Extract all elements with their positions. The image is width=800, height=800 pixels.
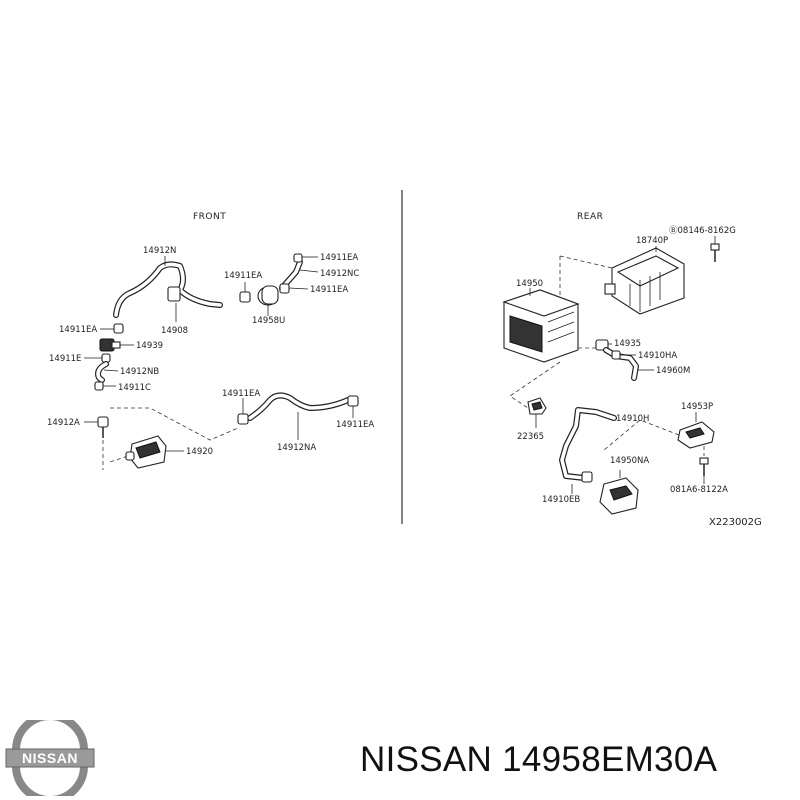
label-14908: 14908: [161, 326, 188, 336]
label-14912N: 14912N: [143, 246, 176, 256]
label-14911EA-left: 14911EA: [59, 325, 97, 335]
label-14939: 14939: [136, 341, 163, 351]
label-14950: 14950: [516, 279, 543, 289]
label-14912NB: 14912NB: [120, 367, 159, 377]
label-bolt-081A6: 081A6-8122A: [670, 485, 728, 495]
label-14911EA-low: 14911EA: [222, 389, 260, 399]
label-14910HA: 14910HA: [638, 351, 677, 361]
label-14912A: 14912A: [47, 418, 80, 428]
bracket-18740P: [604, 247, 685, 315]
clip-14911EA-mid: [239, 291, 251, 303]
label-14912NC: 14912NC: [320, 269, 359, 279]
front-header: FRONT: [193, 212, 226, 222]
canister-14950: [502, 289, 580, 363]
label-14910H: 14910H: [616, 414, 649, 424]
label-14920: 14920: [186, 447, 213, 457]
hose-14912N: [113, 261, 223, 318]
valve-14958U: [257, 253, 303, 306]
connector-14912A: [97, 416, 109, 438]
label-14958U: 14958U: [252, 316, 285, 326]
label-14911EA-top: 14911EA: [320, 253, 358, 263]
reference-code: X223002G: [709, 517, 762, 528]
clip-14911E: [101, 353, 111, 363]
bracket-14953P: [677, 421, 715, 449]
label-14911EA-bottom: 14911EA: [336, 420, 374, 430]
label-14912NA: 14912NA: [277, 443, 316, 453]
dashed-leader-front-3: [109, 453, 135, 463]
label-14911EA-mid: 14911EA: [224, 271, 262, 281]
dashed-leader-rear-2: [559, 255, 613, 269]
nissan-logo: NISSAN: [5, 720, 95, 796]
hose-14910HA: [603, 347, 639, 381]
label-14950NA: 14950NA: [610, 456, 649, 466]
bolt-081A6: [699, 457, 709, 476]
label-14935: 14935: [614, 339, 641, 349]
dashed-leader-front-2: [110, 407, 239, 441]
label-14960M: 14960M: [656, 366, 690, 376]
label-14911E: 14911E: [49, 354, 81, 364]
label-14910EB: 14910EB: [542, 495, 580, 505]
rear-header: REAR: [577, 212, 603, 222]
label-14953P: 14953P: [681, 402, 713, 412]
clip-14911C: [94, 381, 104, 391]
hose-14912NB: [95, 361, 109, 383]
dashed-leader-rear-5: [603, 419, 693, 451]
label-bolt-08146: Ⓑ08146-8162G: [669, 226, 736, 236]
bolt-08146: [710, 243, 720, 262]
label-18740P: 18740P: [636, 236, 668, 246]
label-22365: 22365: [517, 432, 544, 442]
logo-wordmark: NISSAN: [22, 750, 78, 766]
hose-14910H: [559, 407, 617, 483]
filter-14950NA: [599, 477, 639, 515]
valve-14939: [99, 338, 121, 352]
clip-14911EA-left: [113, 323, 124, 334]
part-number-title: NISSAN 14958EM30A: [360, 740, 718, 779]
label-14911C: 14911C: [118, 383, 151, 393]
solenoid-14920: [125, 435, 167, 469]
part-22365: [527, 397, 547, 415]
label-14911EA-right: 14911EA: [310, 285, 348, 295]
